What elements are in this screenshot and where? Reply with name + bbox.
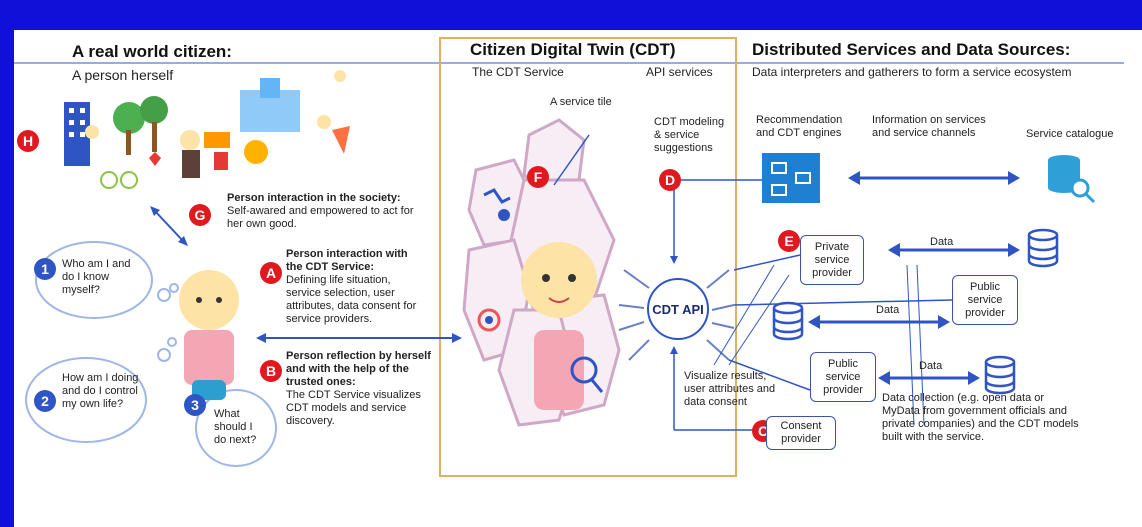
g-description: Person interaction in the society: Self-… — [227, 192, 427, 231]
b-description: Person reflection by herself and with th… — [286, 350, 446, 428]
center-title: Citizen Digital Twin (CDT) — [470, 40, 676, 59]
public-provider-box-2: Public service provider — [810, 352, 876, 402]
api-services-label: API services — [646, 65, 713, 79]
cdt-api-node: CDT API — [647, 278, 709, 340]
marker-1: 1 — [34, 258, 56, 280]
catalogue-label: Service catalogue — [1026, 128, 1114, 140]
cdt-service-label: The CDT Service — [472, 65, 564, 79]
a-title: Person interaction with the CDT Service: — [286, 248, 408, 273]
cdt-modeling-label: CDT modeling & service suggestions — [654, 116, 725, 154]
marker-f: F — [527, 166, 549, 188]
marker-a: A — [260, 262, 282, 284]
marker-3: 3 — [184, 394, 206, 416]
marker-e: E — [778, 230, 800, 252]
recommendation-label: Recommendation and CDT engines — [756, 114, 843, 139]
marker-2: 2 — [34, 390, 56, 412]
question-3: What should I do next? — [214, 408, 257, 446]
right-title: Distributed Services and Data Sources: — [752, 40, 1071, 59]
left-title: A real world citizen: — [72, 42, 232, 61]
marker-h: H — [17, 130, 39, 152]
question-2: How am I doing and do I control my own l… — [62, 372, 139, 410]
information-label: Information on services and service chan… — [872, 114, 986, 139]
left-subtitle: A person herself — [72, 67, 174, 83]
b-title: Person reflection by herself and with th… — [286, 350, 431, 388]
data-label-3: Data — [919, 360, 943, 372]
a-text: Defining life situation, service selecti… — [286, 274, 417, 325]
service-tile-label: A service tile — [550, 96, 612, 108]
visualize-label: Visualize results, user attributes and d… — [684, 370, 776, 408]
marker-b: B — [260, 360, 282, 382]
g-text: Self-awared and empowered to act for her… — [227, 205, 414, 230]
consent-provider-box: Consent provider — [766, 416, 836, 450]
g-title: Person interaction in the society: — [227, 192, 401, 204]
marker-d: D — [659, 169, 681, 191]
diagram-canvas: A real world citizen: A person herself C… — [14, 30, 1142, 527]
data-label-1: Data — [930, 236, 954, 248]
private-provider-box: Private service provider — [800, 235, 864, 285]
public-provider-box-1: Public service provider — [952, 275, 1018, 325]
b-text: The CDT Service visualizes CDT models an… — [286, 389, 421, 427]
question-1: Who am I and do I know myself? — [62, 258, 131, 296]
right-subtitle: Data interpreters and gatherers to form … — [752, 65, 1072, 79]
diagram-lines — [14, 37, 1124, 477]
a-description: Person interaction with the CDT Service:… — [286, 248, 426, 326]
marker-g: G — [189, 204, 211, 226]
data-collection-note: Data collection (e.g. open data or MyDat… — [882, 392, 1079, 443]
data-label-2: Data — [876, 304, 900, 316]
